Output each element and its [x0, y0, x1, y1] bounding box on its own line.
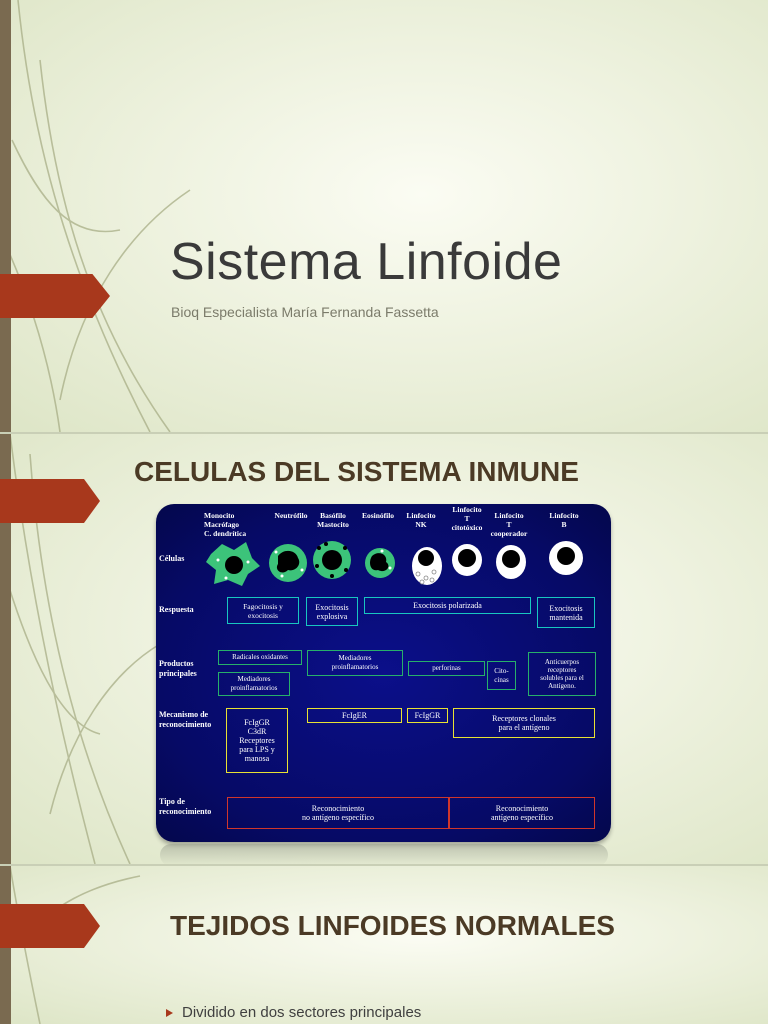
box-fcigr: FcIgGR	[407, 708, 448, 723]
figure-reflection	[160, 844, 608, 864]
bullet-text: Dividido en dos sectores principales	[182, 1004, 422, 1021]
header-linfocito-t-citotoxico: Linfocito T citotóxico	[451, 505, 483, 532]
box-mediadores-1: Mediadores proinflamatorios	[218, 672, 290, 696]
immune-cells-figure: Monocito Macrófago C. dendrítica Neutróf…	[156, 504, 611, 842]
header-monocito: Monocito Macrófago C. dendrítica	[204, 511, 247, 538]
bullet-arrow-icon	[166, 1008, 173, 1017]
left-bar	[0, 0, 11, 432]
box-exocitosis-polarizada: Exocitosis polarizada	[364, 597, 531, 614]
box-citocinas: Cito- cinas	[487, 661, 516, 690]
box-receptores-clonales: Receptores clonales para el antígeno	[453, 708, 595, 738]
eosinofilo-cell-icon	[365, 548, 395, 578]
row-label-productos: Productos principales	[159, 659, 197, 678]
linfocito-nk-cell-icon	[412, 547, 442, 585]
slide-separator	[0, 432, 768, 434]
box-anticuerpos: Anticuerpos receptores solubles para el …	[528, 652, 596, 696]
decorative-vines	[7, 0, 191, 432]
basofilo-cell-icon	[313, 541, 351, 579]
slide-heading: CELULAS DEL SISTEMA INMUNE	[134, 456, 579, 487]
header-basofilo: Basófilo Mastocito	[317, 511, 349, 529]
linfocito-t-cooperador-cell-icon	[496, 545, 526, 579]
box-fagocitosis: Fagocitosis y exocitosis	[227, 597, 299, 624]
accent-arrow	[0, 274, 110, 318]
header-neutrofilo: Neutrófilo	[274, 511, 308, 520]
box-mediadores-2: Mediadores proinflamatorios	[307, 650, 403, 676]
box-reconocimiento-no-especifico: Reconocimiento no antígeno específico	[227, 797, 449, 829]
header-linfocito-b: Linfocito B	[549, 511, 579, 529]
presentation-title: Sistema Linfoide	[170, 233, 563, 291]
header-eosinofilo: Eosinófilo	[361, 511, 395, 520]
box-fcigr-receptores: FcIgGR C3dR Receptores para LPS y manosa	[226, 708, 288, 773]
slide-tejidos: TEJIDOS LINFOIDES NORMALES Dividido en d…	[0, 866, 768, 1024]
linfocito-t-citotoxico-cell-icon	[452, 544, 482, 576]
linfocito-b-cell-icon	[549, 541, 583, 575]
slide-celulas: CELULAS DEL SISTEMA INMUNE Monocito Macr…	[0, 434, 768, 864]
accent-arrow	[0, 479, 100, 523]
cell-drawings	[206, 541, 583, 586]
bullet-item: Dividido en dos sectores principales	[166, 1004, 421, 1021]
box-exocitosis-explosiva: Exocitosis explosiva	[306, 597, 358, 626]
row-label-tipo: Tipo de reconocimiento	[159, 797, 212, 816]
accent-arrow	[0, 904, 100, 948]
neutrofilo-cell-icon	[269, 544, 307, 582]
slide-separator	[0, 864, 768, 866]
left-bar	[0, 434, 11, 864]
header-linfocito-nk: Linfocito NK	[406, 511, 436, 529]
box-exocitosis-mantenida: Exocitosis mantenida	[537, 597, 595, 628]
box-fcier: FcIgER	[307, 708, 402, 723]
box-reconocimiento-especifico: Reconocimiento antígeno específico	[449, 797, 595, 829]
row-label-respuesta: Respuesta	[159, 605, 194, 614]
monocito-cell-icon	[206, 542, 260, 586]
slide-heading: TEJIDOS LINFOIDES NORMALES	[170, 910, 615, 941]
box-perforinas: perforinas	[408, 661, 485, 676]
row-label-mecanismo: Mecanismo de reconocimiento	[159, 710, 212, 729]
slide-title: Sistema Linfoide Bioq Especialista María…	[0, 0, 768, 432]
box-radicales-oxidantes: Radicales oxidantes	[218, 650, 302, 665]
header-linfocito-t-cooperador: Linfocito T cooperador	[490, 511, 528, 538]
row-label-celulas: Células	[159, 554, 185, 563]
presentation-subtitle: Bioq Especialista María Fernanda Fassett…	[171, 304, 439, 320]
